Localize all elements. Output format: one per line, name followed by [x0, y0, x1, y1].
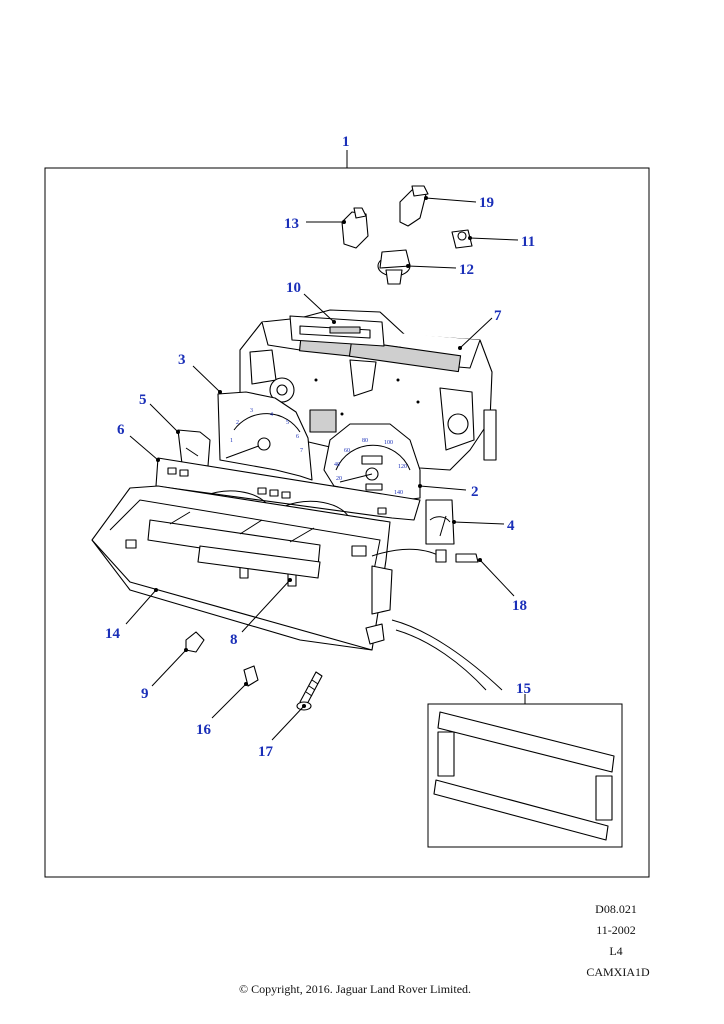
- callout-6: 6: [117, 422, 125, 438]
- leader-lines: [125, 196, 526, 741]
- part-8-trim-strip: [197, 545, 321, 579]
- drawing-reference: CAMXIA1D: [586, 965, 650, 979]
- speedo-scale-140: 140: [394, 490, 403, 496]
- speedo-scale-120: 120: [398, 464, 407, 470]
- part-15-seal-kit: [427, 703, 623, 848]
- callout-5: 5: [139, 392, 147, 408]
- drawing-date: 11-2002: [596, 923, 636, 937]
- part-19-bulb-holder: [399, 185, 429, 227]
- part-17-screw: [296, 671, 323, 711]
- copyright-notice: © Copyright, 2016. Jaguar Land Rover Lim…: [238, 982, 472, 996]
- part-12-bulb-holder: [377, 249, 411, 285]
- part-10-connector: [289, 315, 385, 347]
- harness-plug: [435, 549, 447, 563]
- callout-4: 4: [507, 518, 515, 534]
- tach-scale-7: 7: [300, 448, 303, 454]
- speedo-scale-40: 40: [334, 462, 340, 468]
- tach-scale-2: 2: [236, 420, 239, 426]
- callout-13: 13: [284, 216, 299, 232]
- tach-scale-5: 5: [286, 420, 289, 426]
- callout-11: 11: [521, 234, 535, 250]
- callout-18: 18: [512, 598, 527, 614]
- callout-12: 12: [459, 262, 474, 278]
- callout-2: 2: [471, 484, 479, 500]
- speedo-scale-60: 60: [344, 448, 350, 454]
- speedo-scale-80: 80: [362, 438, 368, 444]
- callout-7: 7: [494, 308, 502, 324]
- callout-16: 16: [196, 722, 212, 738]
- tach-scale-3: 3: [250, 408, 253, 414]
- callout-14: 14: [105, 626, 121, 642]
- part-11-bulb-holder: [451, 229, 473, 249]
- drawing-code: D08.021: [595, 902, 637, 916]
- part-3-tachometer-dial: 1 2 3 4 5 6 7: [217, 391, 337, 481]
- callout-1: 1: [342, 134, 350, 150]
- tach-scale-1: 1: [230, 438, 233, 444]
- part-9-bulb: [185, 631, 205, 653]
- part-4-fuel-gauge: [425, 499, 455, 545]
- callout-10: 10: [286, 280, 301, 296]
- part-18-bulb: [455, 553, 479, 563]
- speedo-scale-100: 100: [384, 440, 393, 446]
- callout-3: 3: [178, 352, 186, 368]
- callout-8: 8: [230, 632, 238, 648]
- callout-17: 17: [258, 744, 274, 760]
- drawing-level: L4: [609, 944, 623, 958]
- speedo-scale-20: 20: [336, 476, 342, 482]
- reference-arc: [391, 619, 503, 691]
- part-16-bulb: [243, 665, 259, 687]
- tach-scale-4: 4: [270, 412, 273, 418]
- tach-scale-6: 6: [296, 434, 299, 440]
- part-5-small-gauge: [177, 429, 211, 467]
- callout-15: 15: [516, 681, 531, 697]
- reference-arc-2: [395, 629, 487, 691]
- callout-19: 19: [479, 195, 494, 211]
- wiring-harness: [371, 548, 441, 557]
- part-13-bulb-holder: [341, 207, 369, 249]
- callout-9: 9: [141, 686, 149, 702]
